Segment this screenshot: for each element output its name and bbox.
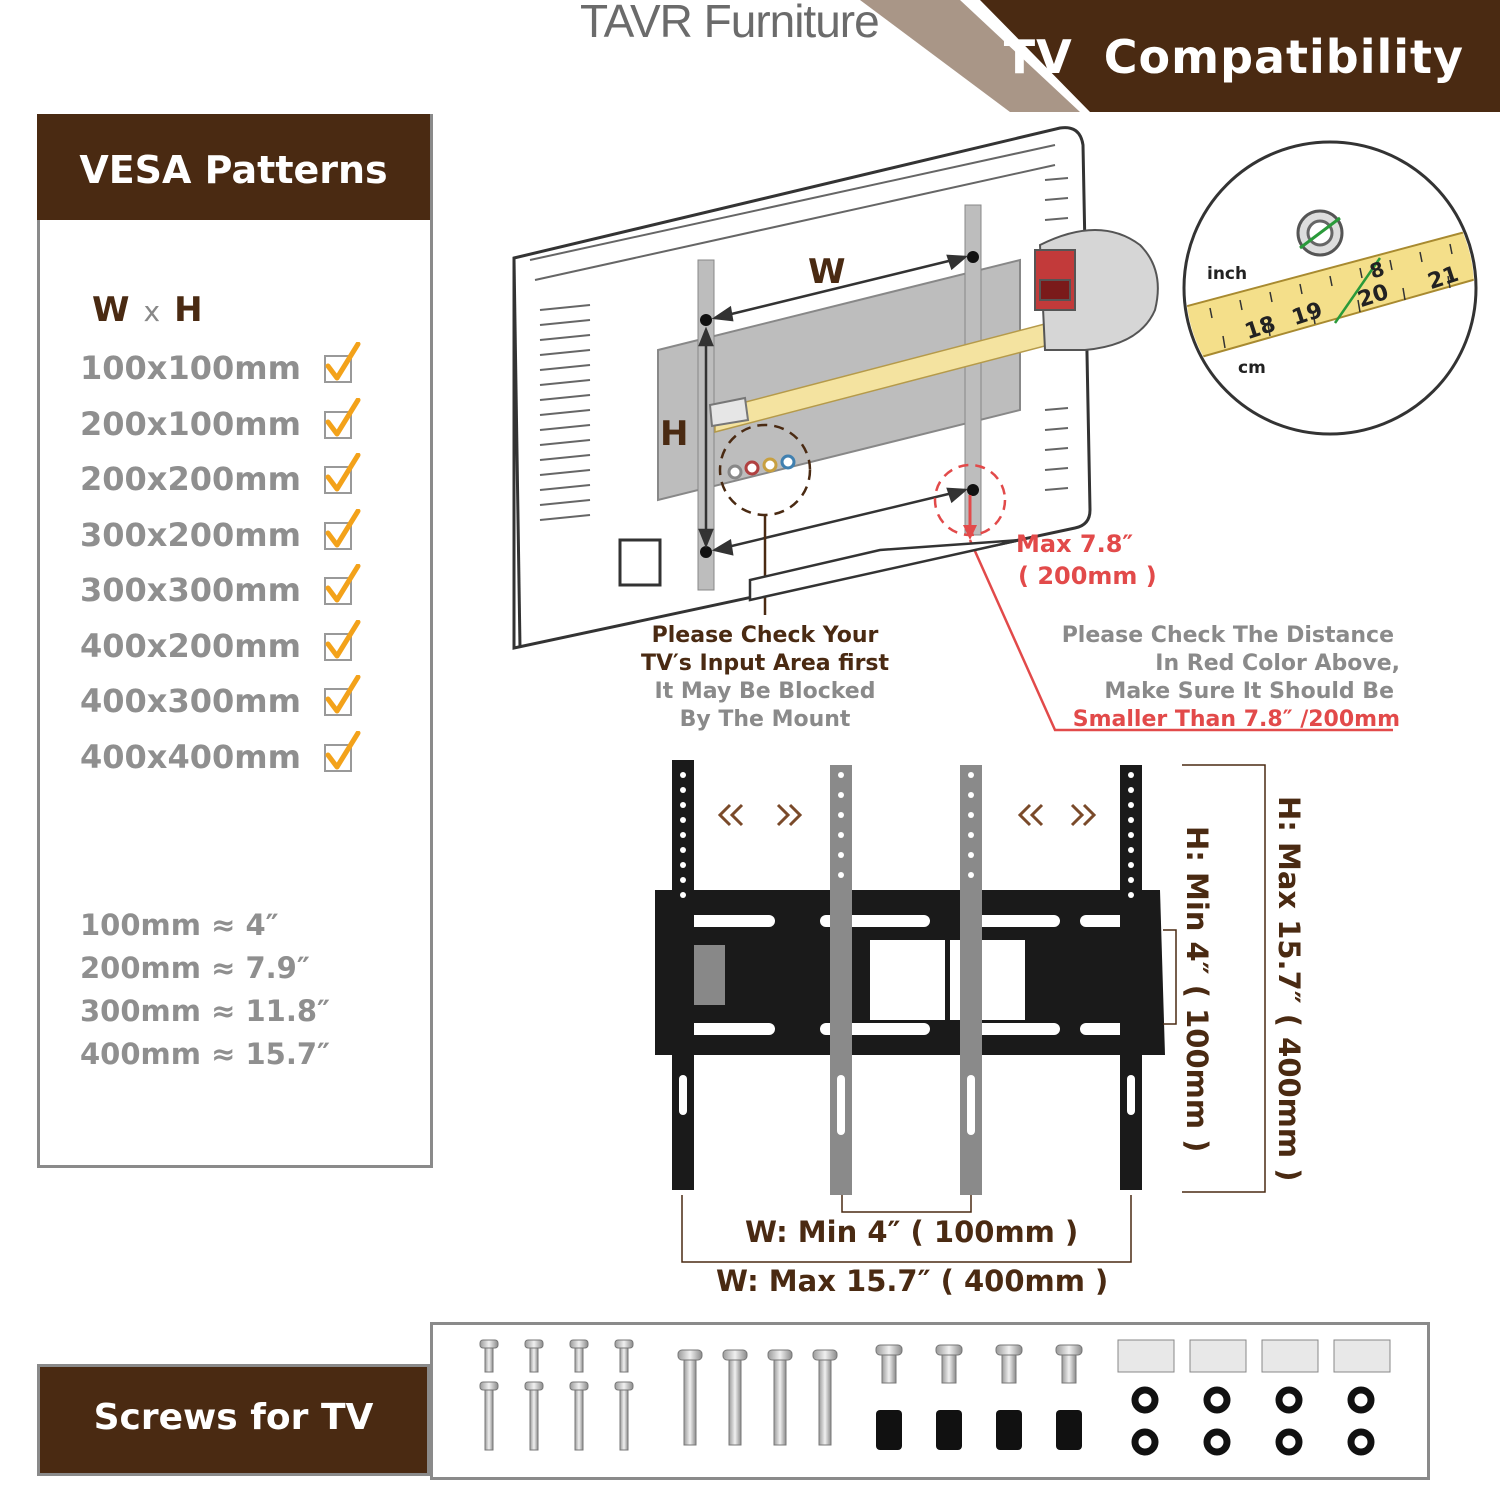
vesa-size-item: 400x400mm [80, 737, 301, 776]
h-min-label: H: Min 4″ ( 100mm ) [1180, 826, 1214, 1153]
vesa-size-item: 200x200mm [80, 460, 301, 498]
h-arrow [698, 326, 714, 549]
checkmark-icon [324, 564, 361, 605]
screws-heading-bar [37, 1364, 430, 1476]
vesa-size-item: 400x300mm [80, 682, 301, 720]
max-distance-label: Max 7.8″ [1016, 530, 1134, 558]
vesa-heading-bar [37, 114, 430, 220]
checkmark-icon [324, 342, 361, 383]
x-label: x [143, 295, 161, 328]
conversion-item: 100mm ≈ 4″ [80, 908, 279, 942]
brand-name: TAVR Furniture [580, 0, 880, 47]
checkmark-icon [324, 730, 361, 772]
distance-note: Please Check The Distance In Red Color A… [1061, 623, 1400, 732]
w-min-label: W: Min 4″ ( 100mm ) [745, 1215, 1079, 1249]
conversion-item: 300mm ≈ 11.8″ [80, 994, 330, 1028]
screws-heading: Screws for TV [93, 1397, 374, 1438]
short-screws [479, 1339, 634, 1451]
page-title: TV Compatibility [1003, 30, 1464, 84]
bracket-arms [672, 760, 1142, 1195]
tv-back-diagram [512, 126, 1393, 732]
h-label: H [174, 290, 203, 330]
checkmark-icon [324, 397, 361, 439]
power-port [618, 538, 662, 587]
conversion-item: 400mm ≈ 15.7″ [80, 1037, 330, 1071]
w-max-label: W: Max 15.7″ ( 400mm ) [716, 1264, 1109, 1298]
right-vents [1044, 177, 1069, 491]
arm-holes [680, 772, 1134, 898]
diagram-h-label: H [660, 414, 689, 454]
tape-measure [1034, 229, 1159, 351]
plates-and-washers [1117, 1339, 1391, 1456]
tape-inch-label: inch [1207, 264, 1248, 284]
slide-chevrons [717, 803, 1097, 827]
vesa-size-item: 300x300mm [80, 571, 301, 609]
checkmark-icon [324, 675, 361, 716]
input-ports [727, 454, 796, 480]
bolts-and-spacers [875, 1344, 1083, 1450]
conversion-item: 200mm ≈ 7.9″ [80, 951, 310, 985]
vesa-size-item: 400x200mm [80, 626, 301, 665]
tape-cm-label: cm [1238, 358, 1266, 378]
w-label: W [92, 290, 130, 330]
distance-leader-line [968, 539, 1393, 732]
vesa-panel [37, 114, 433, 1168]
long-screws [677, 1349, 838, 1446]
vesa-heading: VESA Patterns [79, 148, 388, 192]
vesa-size-item: 300x200mm [80, 515, 301, 554]
diagram-w-label: W [808, 252, 846, 292]
title-banner [860, 0, 1500, 112]
max-distance-mm: ( 200mm ) [1018, 562, 1157, 590]
vesa-size-item: 200x100mm [80, 404, 301, 443]
checkmark-icon [324, 453, 361, 494]
checkmark-icon [324, 508, 361, 550]
arm-slots [679, 1075, 1135, 1135]
tape-zoom-circle [1182, 140, 1478, 436]
mounting-holes [700, 251, 979, 558]
stand-foot [748, 538, 1021, 602]
checkmark-icon [324, 619, 361, 661]
screws-illustration [479, 1339, 1391, 1456]
w-arrow [711, 254, 969, 556]
left-vents [539, 304, 591, 521]
mount-bracket [655, 760, 1165, 1195]
vesa-size-item: 100x100mm [80, 349, 301, 387]
h-max-label: H: Max 15.7″ ( 400mm ) [1272, 796, 1306, 1182]
input-area-note: Please Check Your TV′s Input Area first … [640, 623, 890, 732]
